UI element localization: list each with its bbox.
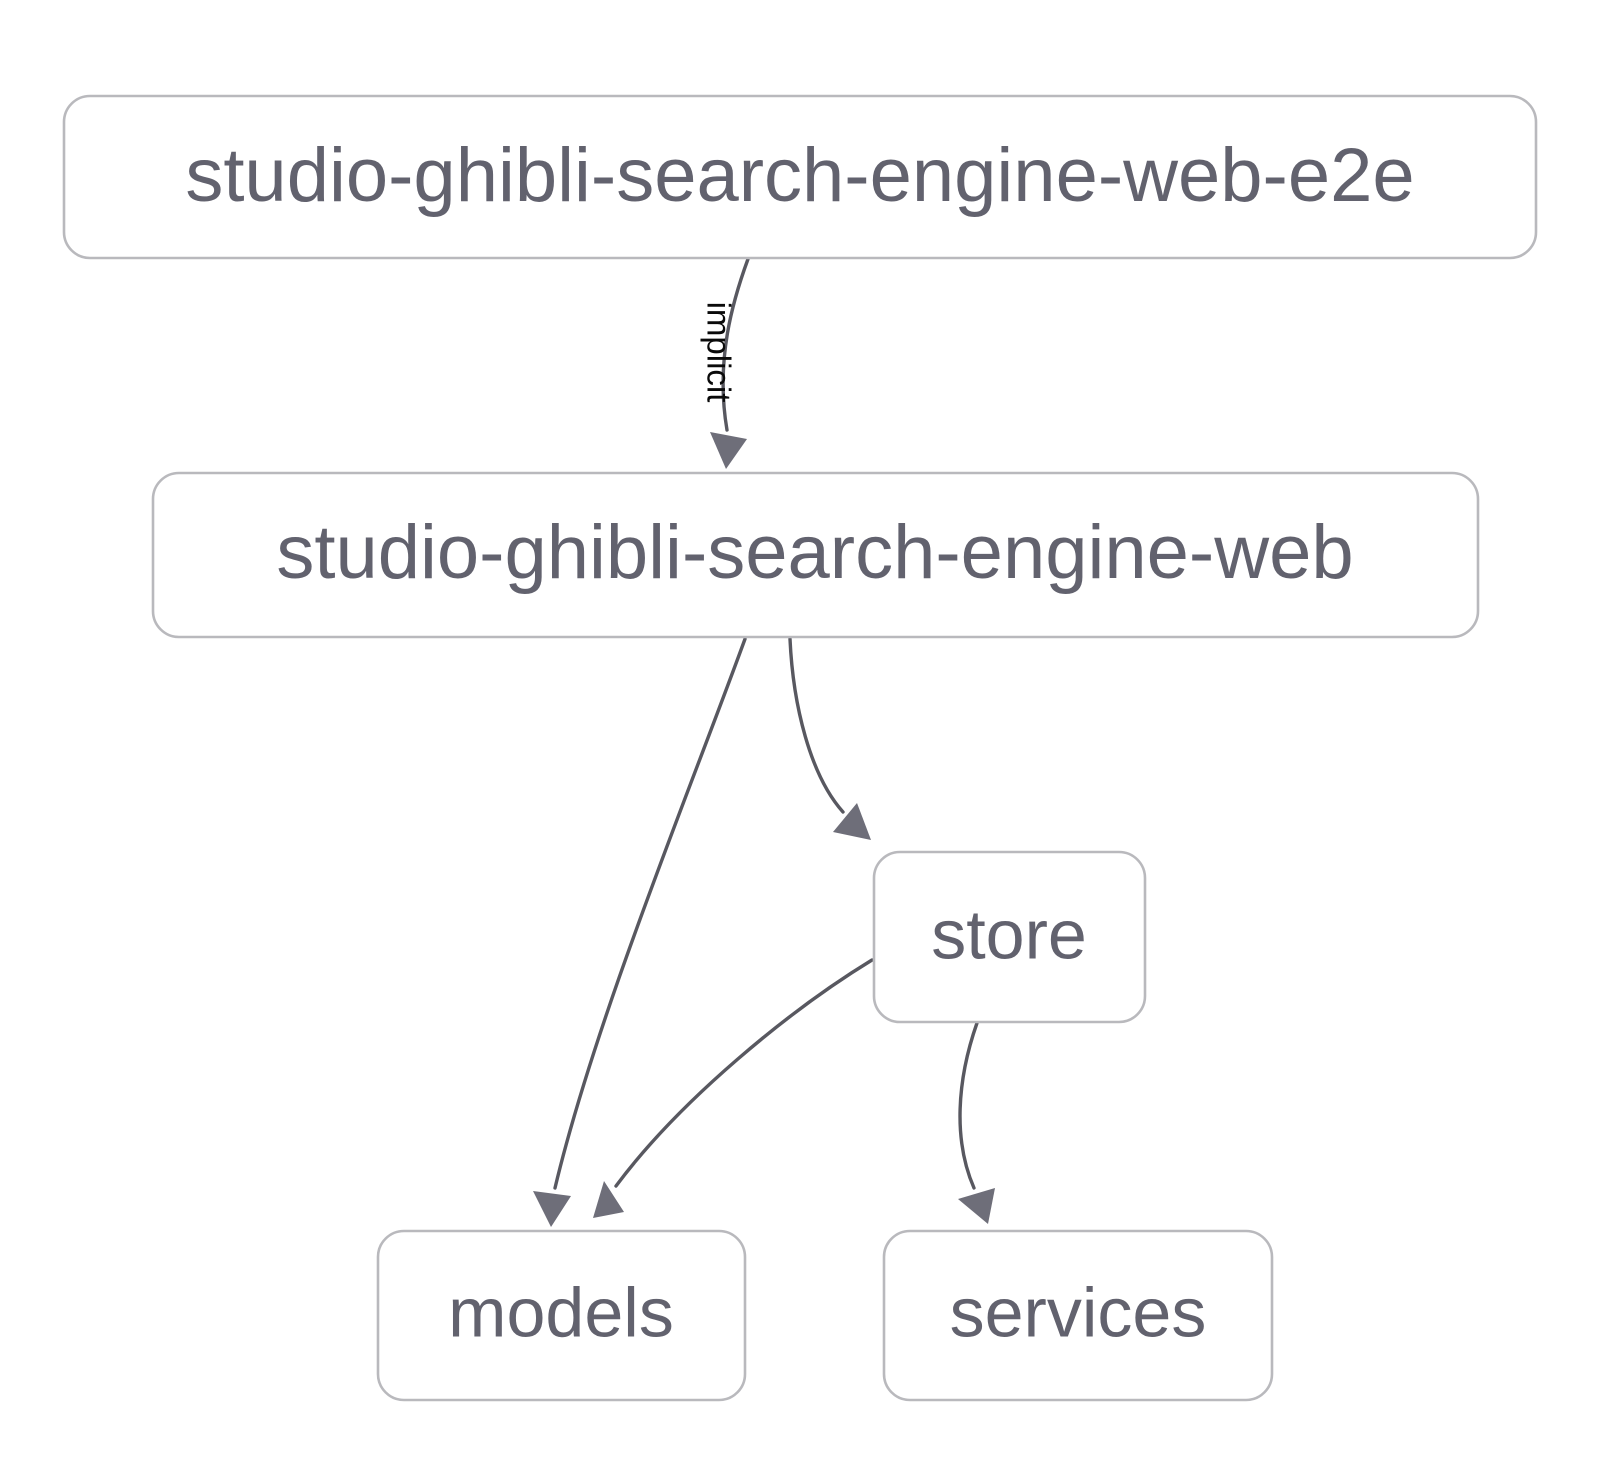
edge-store-to-models[interactable] <box>593 958 874 1218</box>
edge-web-to-models[interactable] <box>533 637 747 1227</box>
node-label: services <box>950 1273 1207 1351</box>
node-label: studio-ghibli-search-engine-web-e2e <box>185 133 1414 218</box>
arrowhead-icon <box>958 1188 995 1224</box>
edge-e2e-to-web[interactable]: implicit <box>700 257 750 469</box>
arrowhead-icon <box>833 803 871 840</box>
node-services[interactable]: services <box>882 1229 1274 1402</box>
node-label: models <box>448 1273 674 1351</box>
node-box <box>151 471 1480 639</box>
node-layer: studio-ghibli-search-engine-web-e2e stud… <box>62 94 1538 1402</box>
node-label: studio-ghibli-search-engine-web <box>276 510 1353 595</box>
node-store[interactable]: store <box>872 850 1147 1024</box>
edge-path <box>958 1021 979 1190</box>
edge-path <box>553 637 747 1190</box>
node-box <box>872 850 1147 1024</box>
node-box <box>62 94 1538 260</box>
node-studio-ghibli-search-engine-web-e2e[interactable]: studio-ghibli-search-engine-web-e2e <box>62 94 1538 260</box>
edge-store-to-services[interactable] <box>958 1021 995 1224</box>
node-models[interactable]: models <box>376 1229 747 1402</box>
edge-layer: implicit <box>533 257 995 1227</box>
edge-label-implicit: implicit <box>700 302 737 403</box>
node-box <box>882 1229 1274 1402</box>
edge-path <box>788 637 845 814</box>
node-box <box>376 1229 747 1402</box>
edge-path <box>614 958 874 1188</box>
edge-web-to-store[interactable] <box>788 637 871 840</box>
arrowhead-icon <box>710 432 747 469</box>
edge-path <box>721 257 750 432</box>
node-studio-ghibli-search-engine-web[interactable]: studio-ghibli-search-engine-web <box>151 471 1480 639</box>
arrowhead-icon <box>533 1191 571 1227</box>
node-label: store <box>931 895 1087 973</box>
arrowhead-icon <box>593 1181 624 1218</box>
